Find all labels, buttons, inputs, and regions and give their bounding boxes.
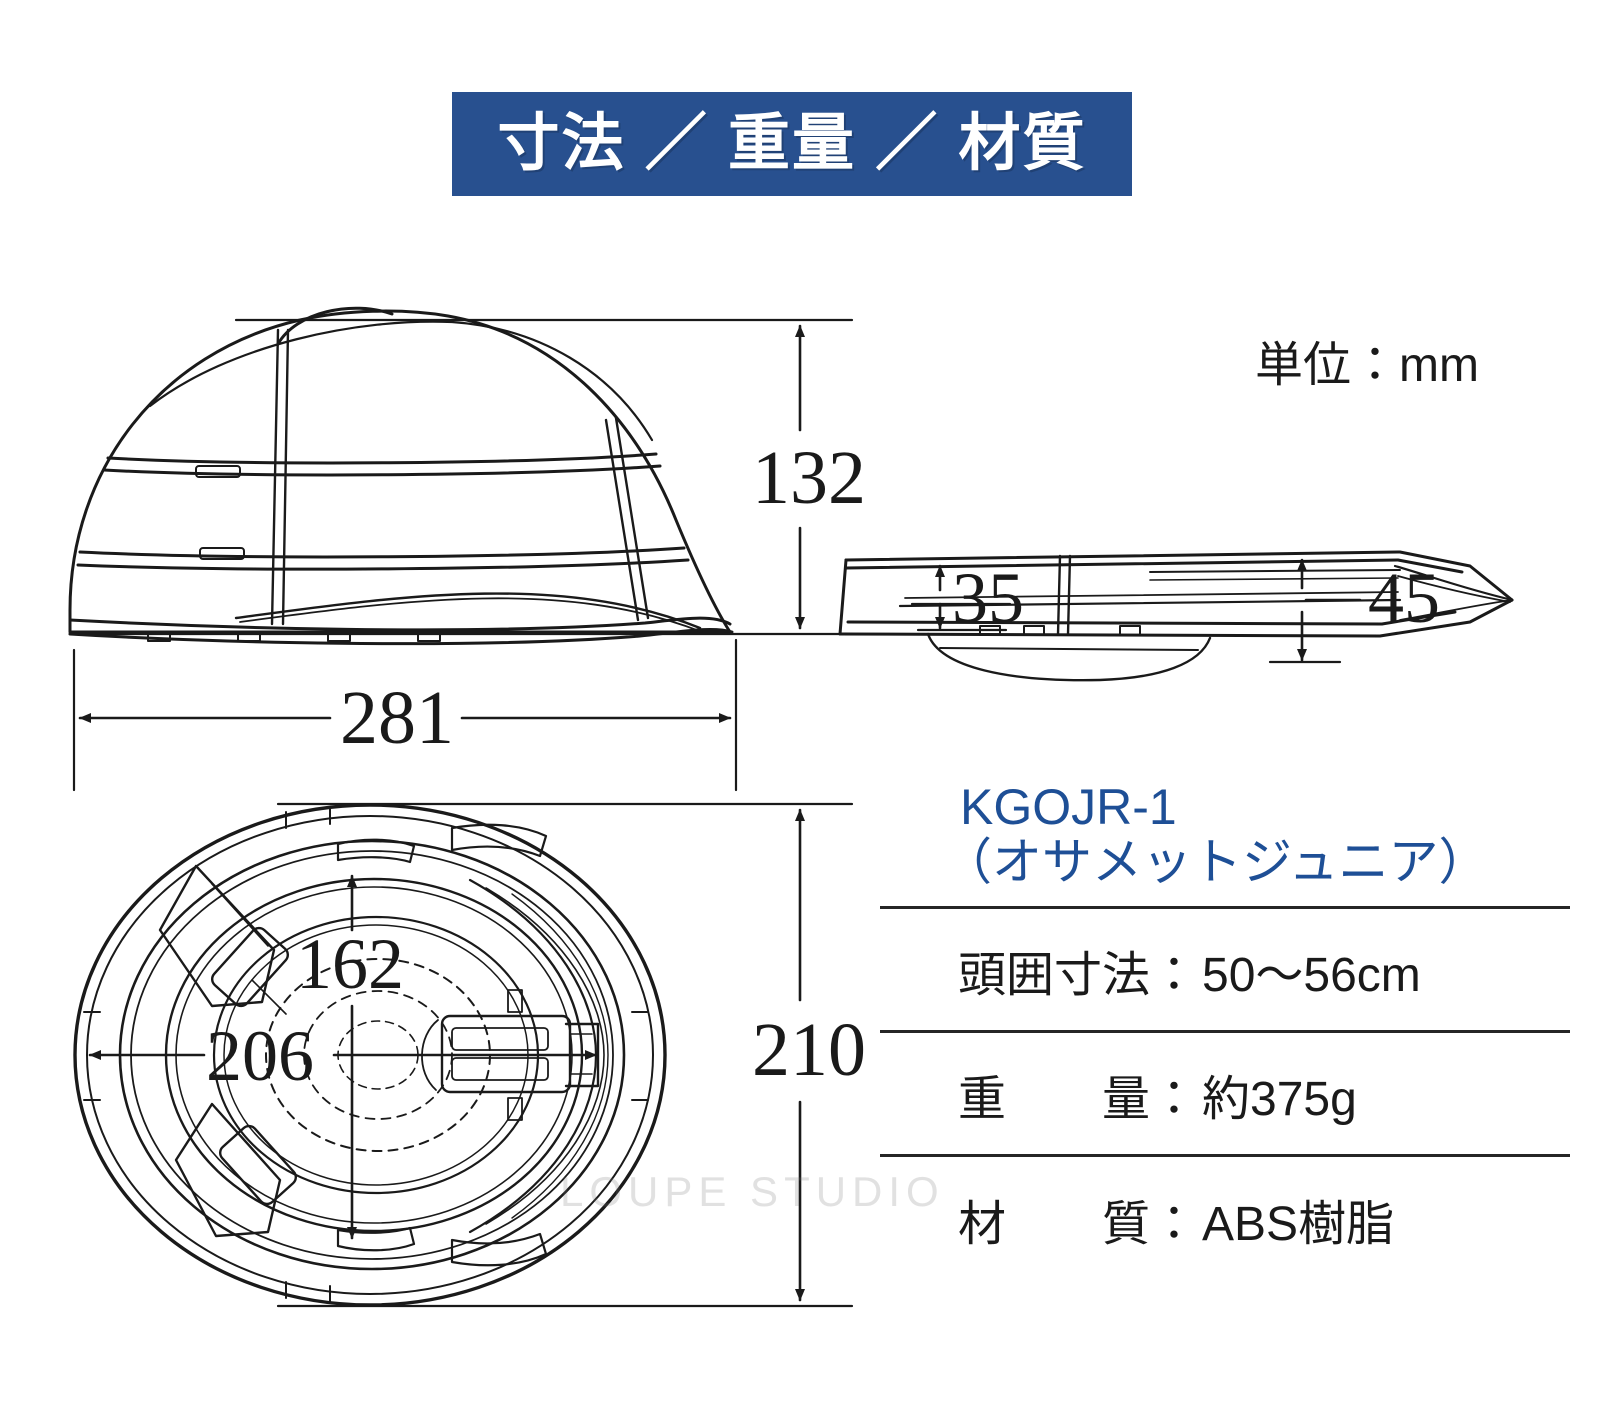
spec-row-head-size: 頭囲寸法： 50〜56cm [880,909,1570,1033]
dimension-35 [910,564,1012,632]
page-title: 寸法 ／ 重量 ／ 材質 [497,109,1087,178]
spec-label-head-size: 頭囲寸法： [958,948,1199,1002]
title-banner: 寸法 ／ 重量 ／ 材質 [452,92,1132,196]
spec-label-material: 材 質： [958,1198,1199,1251]
spec-label-weight: 重 量： [958,1072,1199,1126]
unit-note: 単位：mm [1255,339,1479,392]
spec-row-material: 材 質： ABS樹脂 [880,1157,1570,1281]
dimension-label-210: 210 [752,1008,866,1092]
dimension-132 [68,318,854,636]
spec-row-weight: 重 量： 約375g [880,1033,1570,1157]
dimension-label-45: 45 [1368,558,1440,638]
dimension-label-132: 132 [752,436,866,520]
spec-value-material: ABS樹脂 [1202,1198,1395,1251]
dimension-label-281: 281 [340,676,454,760]
dimension-210 [276,802,854,1308]
dimension-label-35: 35 [952,558,1024,638]
spec-table: 頭囲寸法： 50〜56cm 重 量： 約375g 材 質： ABS樹脂 [880,906,1570,1281]
product-name: （オサメットジュニア） [942,834,1489,890]
product-code: KGOJR-1 [960,779,1177,835]
dimension-281 [72,638,738,792]
product-spec-panel: KGOJR-1 （オサメットジュニア） 頭囲寸法： 50〜56cm 重 量： 約… [880,780,1570,1281]
dimension-label-162: 162 [296,924,404,1004]
dimension-45 [1268,558,1362,664]
dimension-label-206: 206 [206,1016,314,1096]
side-elevation-view [68,306,734,646]
spec-value-weight: 約375g [1202,1072,1357,1126]
spec-value-head-size: 50〜56cm [1202,948,1421,1002]
